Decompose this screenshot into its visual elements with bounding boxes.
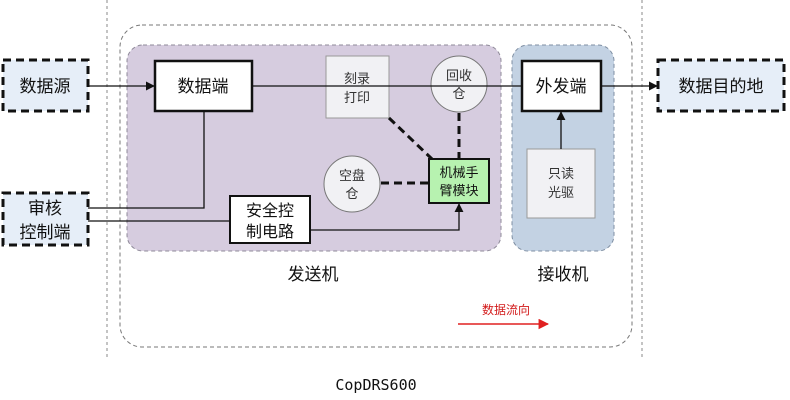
flow-direction-label: 数据流向: [482, 302, 530, 317]
outbound-port-box: [520, 59, 603, 113]
data-port-label: 数据端: [178, 77, 229, 97]
data-destination-label: 数据目的地: [679, 77, 764, 97]
data-source-box: [1, 58, 90, 113]
audit-control-label-line2: 控制端: [20, 223, 71, 243]
sender-label: 发送机: [288, 265, 339, 285]
receiver-label: 接收机: [538, 265, 589, 285]
recycle-bin-label-line1: 回收: [446, 69, 472, 84]
empty-disc-bin-circle: [323, 155, 381, 213]
outbound-port-label: 外发端: [536, 77, 587, 97]
data-destination-box: [656, 58, 786, 113]
burn-print-label-line2: 打印: [344, 91, 370, 106]
robot-arm-box: [428, 158, 490, 204]
readonly-drive-label-line2: 光驱: [548, 186, 574, 201]
recycle-bin-circle: [430, 55, 488, 113]
diagram-caption: CopDRS600: [335, 376, 416, 394]
safety-circuit-label-line1: 安全控: [246, 201, 294, 220]
burn-print-label-line1: 刻录: [344, 72, 370, 87]
data-source-label: 数据源: [20, 77, 71, 97]
robot-arm-label-line1: 机械手: [439, 166, 478, 181]
safety-circuit-label-line2: 制电路: [246, 222, 294, 241]
robot-arm-label-line2: 臂模块: [439, 184, 478, 199]
safety-circuit-box: [229, 195, 311, 244]
burn-print-box: [325, 55, 390, 119]
safety-circuit-to-robot-arm-arrow: [310, 203, 464, 231]
readonly-drive-box: [526, 148, 596, 219]
empty-disc-bin-label-line1: 空盘: [339, 168, 365, 184]
audit-control-box: [1, 191, 90, 247]
burn-print-to-robot-arm-dashed: [387, 116, 434, 161]
data-port-to-audit-line: [88, 111, 205, 209]
empty-disc-bin-label-line2: 仓: [345, 187, 358, 202]
recycle-bin-label-line2: 仓: [452, 87, 465, 102]
readonly-drive-label-line1: 只读: [548, 167, 574, 182]
system-frame: [119, 24, 633, 348]
audit-control-label-line1: 审核: [28, 199, 62, 219]
data-port-box: [153, 59, 254, 113]
